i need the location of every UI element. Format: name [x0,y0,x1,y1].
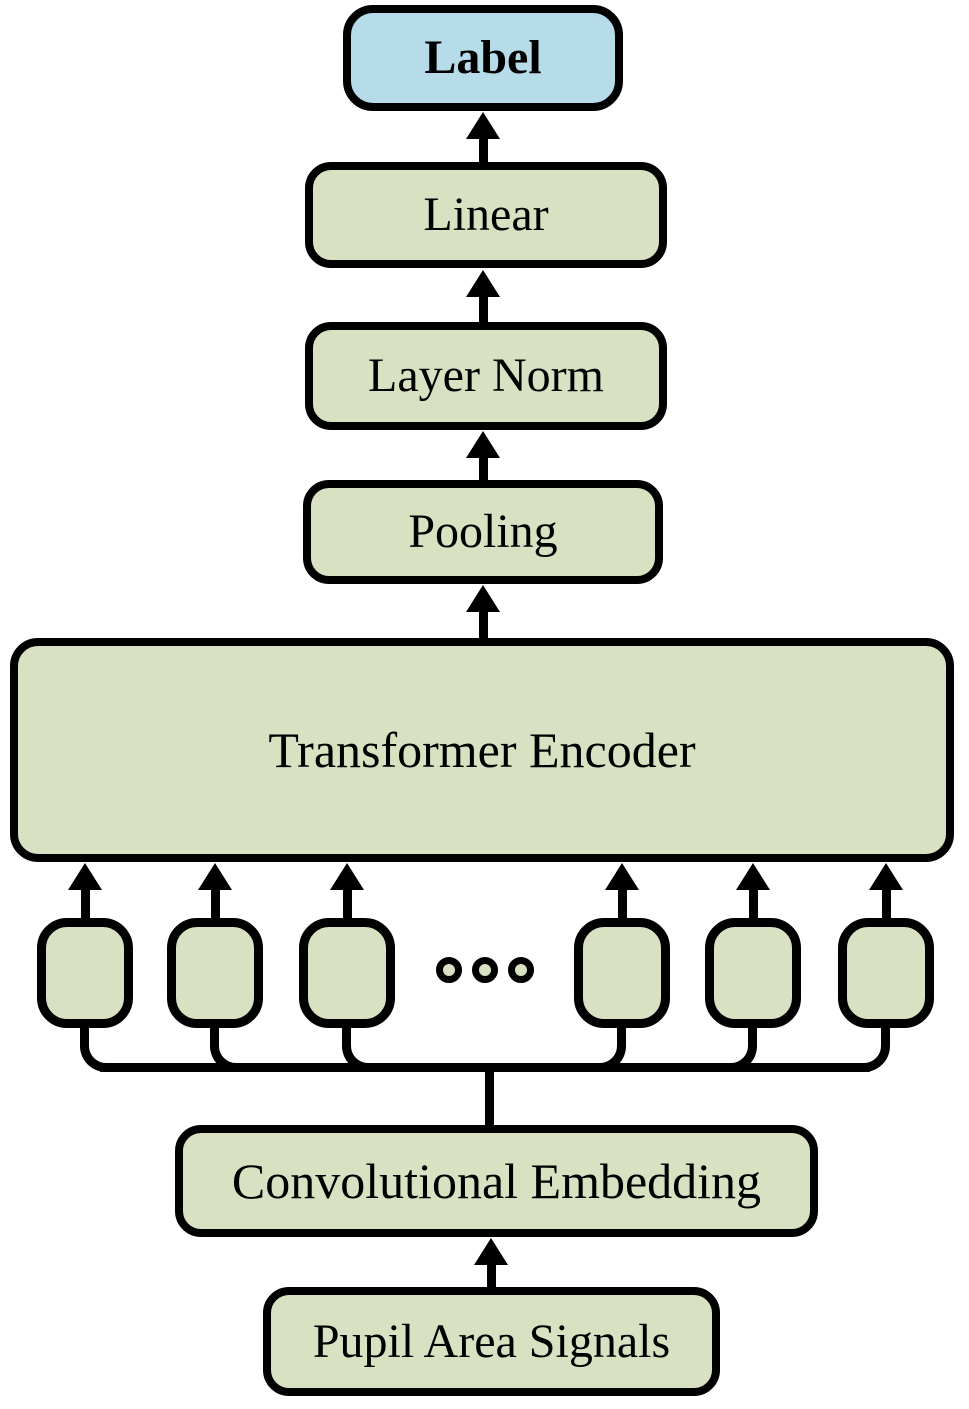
arrow-head-icon [466,112,500,139]
arrow-head-icon [330,863,364,890]
arrow-up-icon [466,585,500,639]
arrow-shaft [478,139,488,163]
token-box [167,918,263,1028]
label-node-text: Label [424,31,542,84]
arrow-head-icon [605,863,639,890]
arrow-head-icon [869,863,903,890]
transformer-encoder-node: Transformer Encoder [10,638,954,862]
arrow-shaft [478,297,488,323]
layer-norm-node: Layer Norm [305,322,667,430]
layer-norm-node-text: Layer Norm [368,349,604,402]
convolutional-embedding-node: Convolutional Embedding [175,1125,818,1237]
token-box [838,918,934,1028]
arrow-up-icon [68,863,102,919]
arrow-head-icon [474,1238,508,1265]
arrow-shaft [478,458,488,481]
arrow-up-icon [869,863,903,919]
token-box [574,918,670,1028]
label-node: Label [343,5,623,111]
arrow-shaft [478,612,488,639]
ellipsis-dot-icon [472,957,498,983]
pupil-area-signals-node-text: Pupil Area Signals [312,1314,671,1368]
token-box [299,918,395,1028]
arrow-head-icon [736,863,770,890]
arrow-up-icon [466,112,500,163]
arrow-up-icon [736,863,770,919]
arrow-up-icon [198,863,232,919]
arrow-shaft [210,890,220,919]
arrow-shaft [881,890,891,919]
arrow-head-icon [466,585,500,612]
pooling-node: Pooling [303,480,663,584]
arrow-head-icon [466,270,500,297]
ellipsis-dot-icon [508,957,534,983]
token-box [705,918,801,1028]
token-box [37,918,133,1028]
arrow-head-icon [466,431,500,458]
arrow-head-icon [198,863,232,890]
arrow-shaft [342,890,352,919]
linear-node-text: Linear [423,188,549,241]
arrow-head-icon [68,863,102,890]
arrow-shaft [80,890,90,919]
arrow-up-icon [466,431,500,481]
pupil-area-signals-node: Pupil Area Signals [263,1287,720,1396]
arrow-up-icon [466,270,500,323]
arrow-up-icon [474,1238,508,1288]
arrow-up-icon [330,863,364,919]
arrow-up-icon [605,863,639,919]
arrow-shaft [486,1265,496,1288]
ellipsis-dot-icon [436,957,462,983]
arrow-shaft [748,890,758,919]
connector-stem-line [485,1066,494,1126]
transformer-encoder-node-text: Transformer Encoder [268,722,696,778]
linear-node: Linear [305,162,667,268]
arrow-shaft [617,890,627,919]
pooling-node-text: Pooling [408,505,558,558]
convolutional-embedding-node-text: Convolutional Embedding [231,1153,762,1209]
